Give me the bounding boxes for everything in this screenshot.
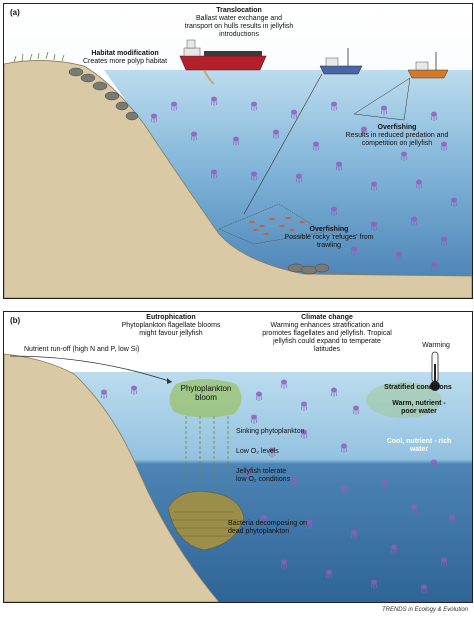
overfishing-2-title: Overfishing [309,226,349,233]
eutrophication-label: Eutrophication Phytoplankton flagellate … [116,314,226,338]
nutrient-label: Nutrient run-off (high N and P, low Si) [24,346,140,353]
seabed-a [4,60,472,298]
land-b [4,353,220,602]
sinking-arrows [185,416,229,502]
panel-b: (b) Eutrophication Phytoplankton flagell… [3,311,473,603]
warming-label: Warming [422,342,450,349]
shore-grass [13,51,65,63]
warm-patch [366,382,442,418]
eutrophication-title: Eutrophication [146,314,196,321]
overfishing-2-body: Possible rocky 'refuges' from trawling [284,234,374,249]
dead-phytoplankton-mound [167,491,245,551]
overfishing-label-2: Overfishing Possible rocky 'refuges' fro… [274,226,384,250]
climate-body: Warming enhances stratification and prom… [262,322,392,353]
translocation-label: Translocation Ballast water exchange and… [184,7,294,39]
thermometer-icon [430,351,440,391]
stratified-label: Stratified conditions [384,384,452,391]
panel-a-label: (a) [10,8,20,17]
tolerate-label: Jellyfish tolerate low O₂ conditions [236,468,291,483]
bloom-label: Phytoplankton bloom [180,384,232,402]
panel-b-label: (b) [10,316,21,325]
cool-water-label: Cool, nutrient - rich water [386,438,452,453]
habitat-label: Habitat modification Creates more polyp … [66,50,184,66]
warm-water-label: Warm, nutrient - poor water [392,400,446,415]
phytoplankton-bloom [169,379,242,418]
panel-a-illustration [4,4,472,298]
sea-a [104,70,472,276]
cargo-ship [179,39,267,85]
overfishing-label-1: Overfishing Results in reduced predation… [342,124,452,148]
overfishing-1-body: Results in reduced predation and competi… [345,132,449,147]
nutrient-arrow [9,355,173,383]
eutrophication-body: Phytoplankton flagellate blooms might fa… [121,322,221,337]
bacteria-label: Bacteria decomposing on dead phytoplankt… [228,520,307,535]
translocation-title: Translocation [216,7,262,14]
habitat-body: Creates more polyp habitat [82,58,168,65]
fish-school [249,217,305,235]
sea-b [64,372,472,602]
climate-label: Climate change Warming enhances stratifi… [260,314,394,354]
low-o2-label: Low O₂ levels [236,448,279,455]
trawler-1 [243,48,363,215]
climate-title: Climate change [301,314,353,321]
panel-a: (a) Translocation Ballast water exchange… [3,3,473,299]
translocation-body: Ballast water exchange and transport on … [184,15,294,38]
overfishing-1-title: Overfishing [377,124,417,131]
trawler-2 [353,52,449,121]
sinking-label: Sinking phytoplankton [236,428,305,435]
trawl-net [218,203,325,245]
rocks-habitat [68,67,330,275]
habitat-title: Habitat modification [91,50,159,57]
source-footer: TRENDS in Ecology & Evolution [381,607,468,613]
panel-b-illustration [4,312,472,602]
